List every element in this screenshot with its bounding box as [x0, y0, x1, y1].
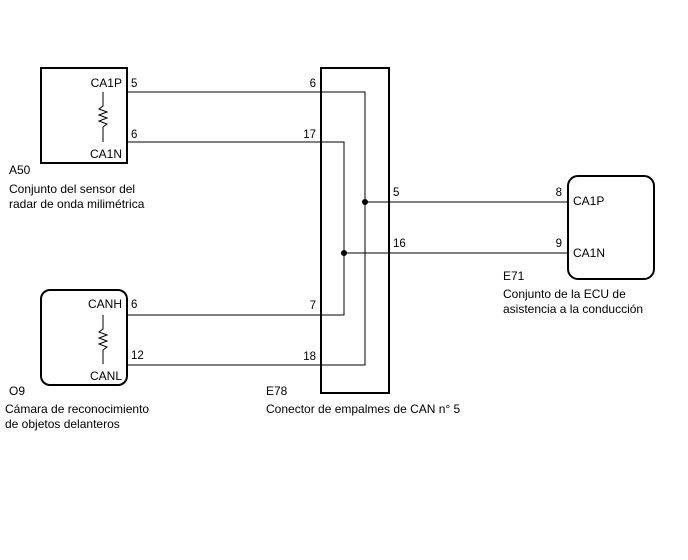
wire-a50-ca1n: [127, 141, 345, 316]
e71-pin-8: 8: [556, 187, 562, 199]
e78-pin-18: 18: [303, 351, 316, 363]
o9-component-box: [40, 289, 128, 386]
o9-code: O9: [9, 384, 25, 398]
e71-pin-9: 9: [556, 238, 562, 250]
wire-a50-ca1p: [127, 91, 366, 366]
splice-point-ca1n: [341, 250, 347, 256]
o9-pin-canl: 12: [131, 350, 144, 362]
a50-code: A50: [9, 163, 31, 177]
e78-pin-5: 5: [393, 187, 399, 199]
a50-resistor-icon: [97, 92, 109, 142]
a50-pin-ca1n: 6: [131, 129, 137, 141]
e78-junction-connector: [320, 67, 390, 394]
e71-code: E71: [503, 269, 525, 283]
splice-point-ca1p: [362, 199, 368, 205]
o9-signal-canl: CANL: [90, 369, 122, 383]
a50-pin-ca1p: 5: [131, 78, 137, 90]
e71-component-box: [567, 175, 655, 280]
e78-pin-7: 7: [310, 300, 316, 312]
a50-component-box: [40, 67, 128, 164]
a50-name-line1: Conjunto del sensor del: [9, 182, 135, 196]
o9-signal-canh: CANH: [88, 297, 122, 311]
o9-name-line1: Cámara de reconocimiento: [5, 402, 149, 416]
a50-name-line2: radar de onda milimétrica: [9, 197, 145, 211]
e78-pin-6: 6: [310, 78, 316, 90]
o9-resistor-icon: [97, 315, 109, 364]
a50-signal-ca1n: CA1N: [90, 147, 122, 161]
o9-name-line2: de objetos delanteros: [5, 417, 120, 431]
e78-code: E78: [266, 384, 288, 398]
e71-name-line2: asistencia a la conducción: [503, 302, 643, 316]
a50-signal-ca1p: CA1P: [91, 76, 122, 90]
e78-name-line1: Conector de empalmes de CAN n° 5: [266, 402, 461, 416]
e78-pin-17: 17: [303, 129, 316, 141]
e71-signal-ca1n: CA1N: [573, 246, 605, 260]
e71-name-line1: Conjunto de la ECU de: [503, 287, 626, 301]
o9-pin-canh: 6: [131, 299, 137, 311]
e71-signal-ca1p: CA1P: [573, 194, 604, 208]
e78-pin-16: 16: [393, 238, 406, 250]
